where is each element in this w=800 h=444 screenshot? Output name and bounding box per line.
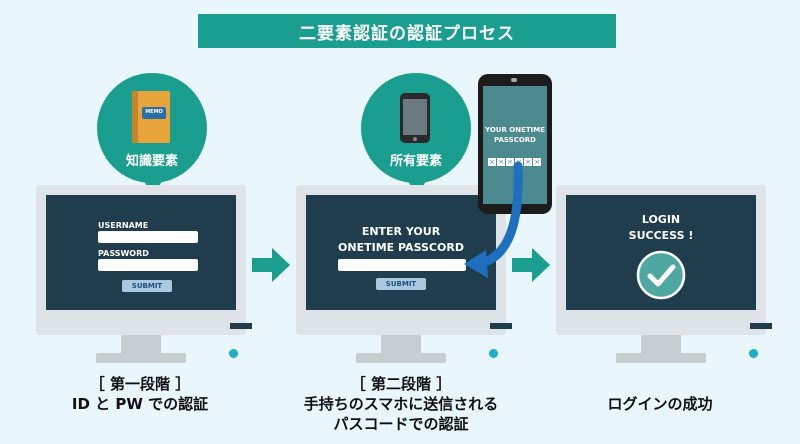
caption-step2-desc1: 手持ちのスマホに送信される [303,395,499,413]
checkmark-icon [636,250,686,304]
caption-step1-stage: ［ 第一段階 ］ [89,375,191,393]
code-box: × [524,158,532,166]
passcode-screen: ENTER YOUR ONETIME PASSCORD SUBMIT [306,195,496,310]
password-field [98,259,198,271]
blue-curved-arrow [460,160,540,284]
phone-line1: YOUR ONETIME [485,126,545,134]
caption-step2: ［ 第二段階 ］ 手持ちのスマホに送信される パスコードでの認証 [276,374,526,434]
caption-step3: ログインの成功 [540,394,780,414]
password-label: PASSWORD [98,249,149,258]
submit-button: SUBMIT [122,280,172,292]
submit-button: SUBMIT [376,278,426,290]
screen-line-enter: ENTER YOUR [361,225,441,238]
monitor-step1: USERNAME PASSWORD SUBMIT [36,185,252,365]
login-screen: USERNAME PASSWORD SUBMIT [46,195,236,310]
caption-step3-desc: ログインの成功 [607,395,713,413]
passcode-field [338,259,466,271]
monitor-step2: ENTER YOUR ONETIME PASSCORD SUBMIT [296,185,512,365]
screen-line-passcode: ONETIME PASSCORD [338,241,464,254]
notebook-icon: MEMO [130,91,172,143]
knowledge-factor-bubble: MEMO 知識要素 [97,73,207,197]
code-box: × [488,158,496,166]
phone-line2: PASSCORD [494,136,536,144]
diagram-title: 二要素認証の認証プロセス [198,14,616,48]
arrow-step1-to-step2 [252,248,292,286]
success-screen: LOGIN SUCCESS ! [566,195,756,310]
screen-line-login: LOGIN [641,213,681,226]
username-field [98,231,198,243]
code-box: × [497,158,505,166]
caption-step1-desc: ID と PW での認証 [71,395,209,413]
code-box: × [533,158,541,166]
caption-step1: ［ 第一段階 ］ ID と PW での認証 [20,374,260,414]
caption-step2-stage: ［ 第二段階 ］ [350,375,452,393]
knowledge-factor-label: 知識要素 [125,154,178,169]
smartphone-icon [400,93,430,147]
possession-factor-label: 所有要素 [389,154,442,169]
caption-step2-desc2: パスコードでの認証 [333,415,469,433]
code-box: × [506,158,514,166]
username-label: USERNAME [98,221,149,230]
arrow-step2-to-step3 [512,248,552,286]
possession-factor-bubble: 所有要素 [361,73,471,197]
screen-line-success: SUCCESS ! [628,229,694,242]
monitor-step3: LOGIN SUCCESS ! [556,185,772,365]
memo-label: MEMO [145,109,163,115]
